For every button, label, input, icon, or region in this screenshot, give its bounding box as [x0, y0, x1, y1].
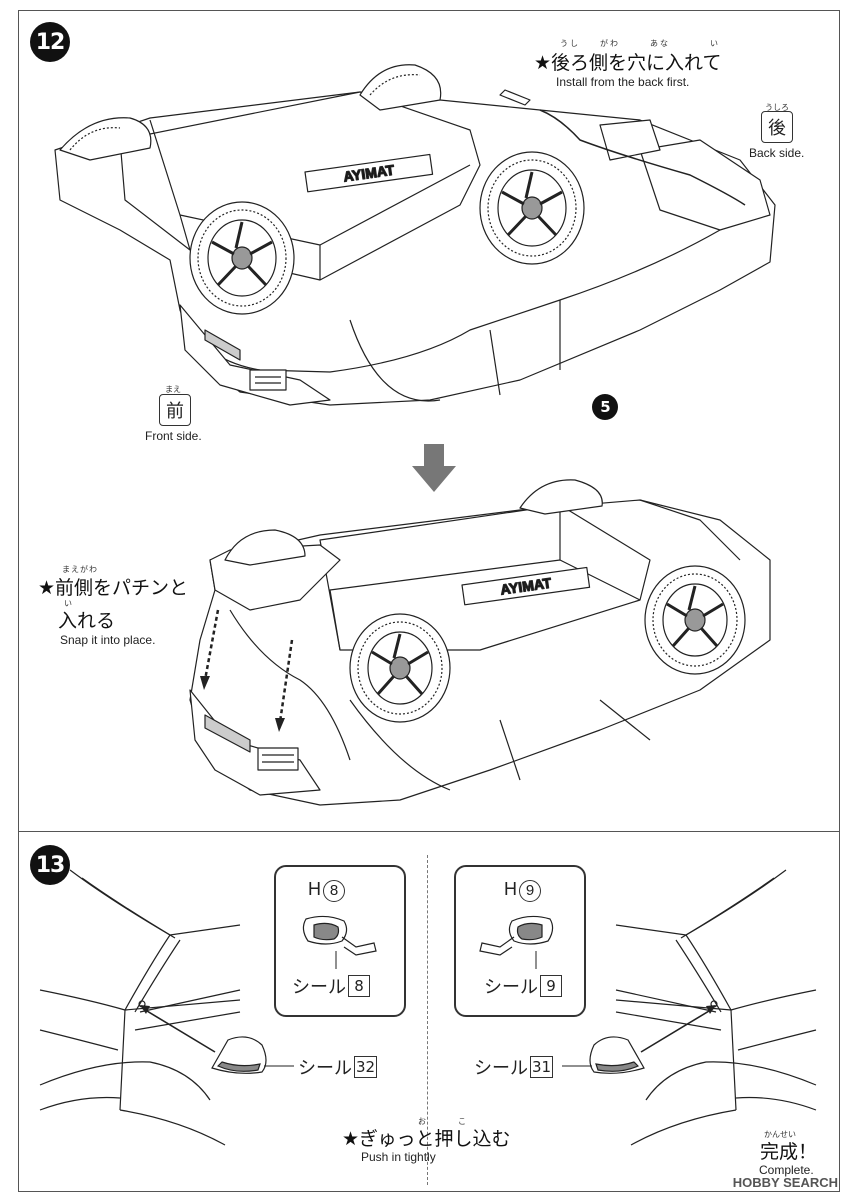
back-kanji: 後 — [768, 118, 786, 139]
instruction-frame — [18, 10, 840, 1192]
mirror-left-icon — [302, 915, 377, 969]
note-back-jp: ★後ろ側を穴に入れて — [534, 52, 722, 74]
step-divider — [18, 831, 840, 832]
step-13-badge: 13 — [30, 845, 70, 885]
note-front-en: Snap it into place. — [60, 633, 156, 647]
complete-jp: 完成！ — [760, 1141, 818, 1163]
down-arrow-icon — [412, 444, 456, 492]
push-note-en: Push in tightly — [361, 1150, 436, 1164]
right-callout-num: 31 — [530, 1056, 554, 1078]
part-ref-badge: 5 — [592, 394, 618, 420]
step-12-number: 12 — [35, 29, 66, 55]
note-front-line2: 入れる — [58, 610, 116, 632]
left-part-num: 8 — [323, 880, 345, 902]
left-part-letter: H — [308, 879, 321, 899]
complete-en: Complete. — [759, 1163, 814, 1177]
step-13-number: 13 — [35, 852, 66, 878]
right-callout-text: シール — [474, 1058, 528, 1079]
back-en: Back side. — [749, 146, 805, 160]
right-seal-num: 9 — [540, 975, 562, 997]
watermark-logo: HOBBY SEARCH — [733, 1175, 838, 1190]
note-front-line1: ★前側をパチンと — [38, 577, 189, 599]
push-note-ruby: お こ — [418, 1117, 468, 1126]
back-ruby: うしろ — [765, 103, 789, 112]
left-callout-text: シール — [298, 1058, 352, 1079]
note-back-en: Install from the back first. — [556, 75, 690, 89]
note-front-ruby: まえがわ — [62, 565, 98, 574]
center-dashed-line — [427, 855, 428, 1185]
back-kanji-box: 後 — [761, 111, 793, 143]
right-part-letter: H — [504, 879, 517, 899]
step-12-badge: 12 — [30, 22, 70, 62]
left-seal-num: 8 — [348, 975, 370, 997]
note-front-ruby2: い — [64, 599, 74, 608]
left-callout-num: 32 — [354, 1056, 378, 1078]
complete-ruby: かんせい — [764, 1130, 796, 1139]
note-back-ruby: うし がわ あな い — [560, 39, 720, 48]
mirror-right-icon — [479, 915, 554, 969]
right-seal-text: シール — [484, 977, 538, 998]
watermark-text: HOBBY SEARCH — [732, 1175, 838, 1190]
front-kanji-box: 前 — [159, 394, 191, 426]
part-ref-number: 5 — [600, 398, 610, 416]
front-kanji: 前 — [166, 401, 184, 422]
left-seal-text: シール — [292, 977, 346, 998]
right-part-num: 9 — [519, 880, 541, 902]
push-note-jp: ★ぎゅっと押し込む — [342, 1128, 511, 1150]
front-en: Front side. — [145, 429, 202, 443]
